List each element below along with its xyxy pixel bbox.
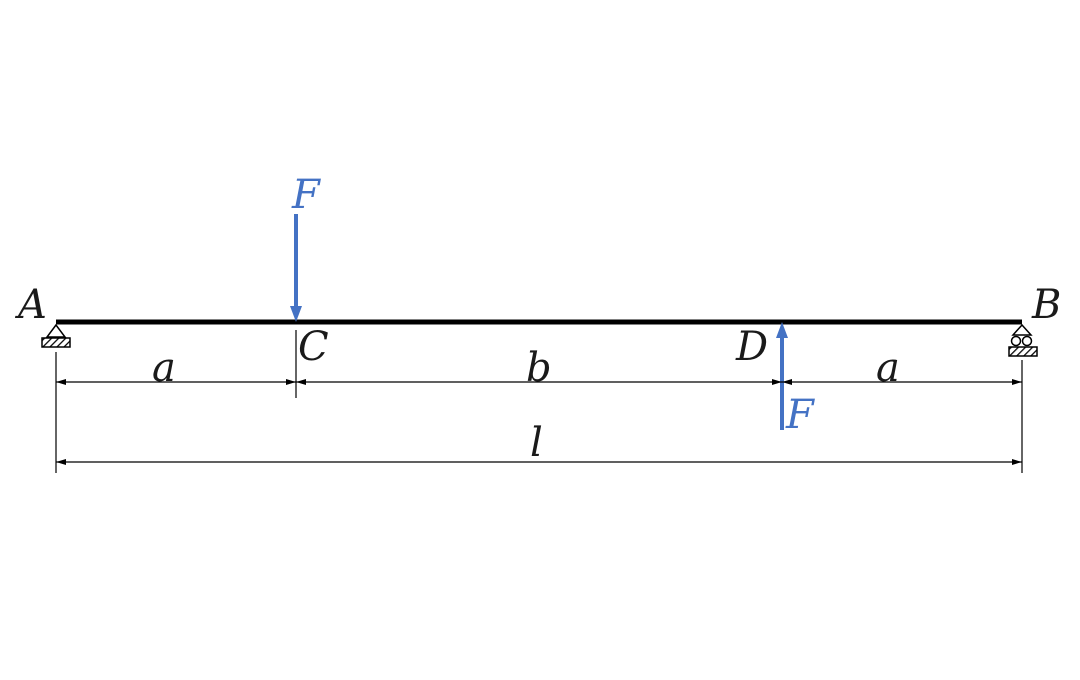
pin-support-a — [41, 323, 71, 348]
point-label-a: A — [14, 282, 47, 328]
roller-support-b — [1008, 323, 1038, 357]
dimension-label-a-right: a — [876, 345, 900, 391]
dimension-label-a-left: a — [152, 345, 176, 391]
force-label-up: F — [785, 392, 815, 438]
force-label-down: F — [291, 172, 321, 218]
point-label-c: C — [298, 324, 329, 370]
dimension-line-row1 — [56, 379, 1022, 385]
force-arrow-down — [290, 214, 302, 322]
point-label-d: D — [735, 324, 768, 370]
dimension-label-l: l — [530, 420, 543, 466]
point-label-b: B — [1031, 282, 1061, 328]
dimension-line-total — [56, 459, 1022, 465]
dimension-label-b: b — [526, 345, 552, 391]
force-arrow-up — [776, 322, 788, 430]
